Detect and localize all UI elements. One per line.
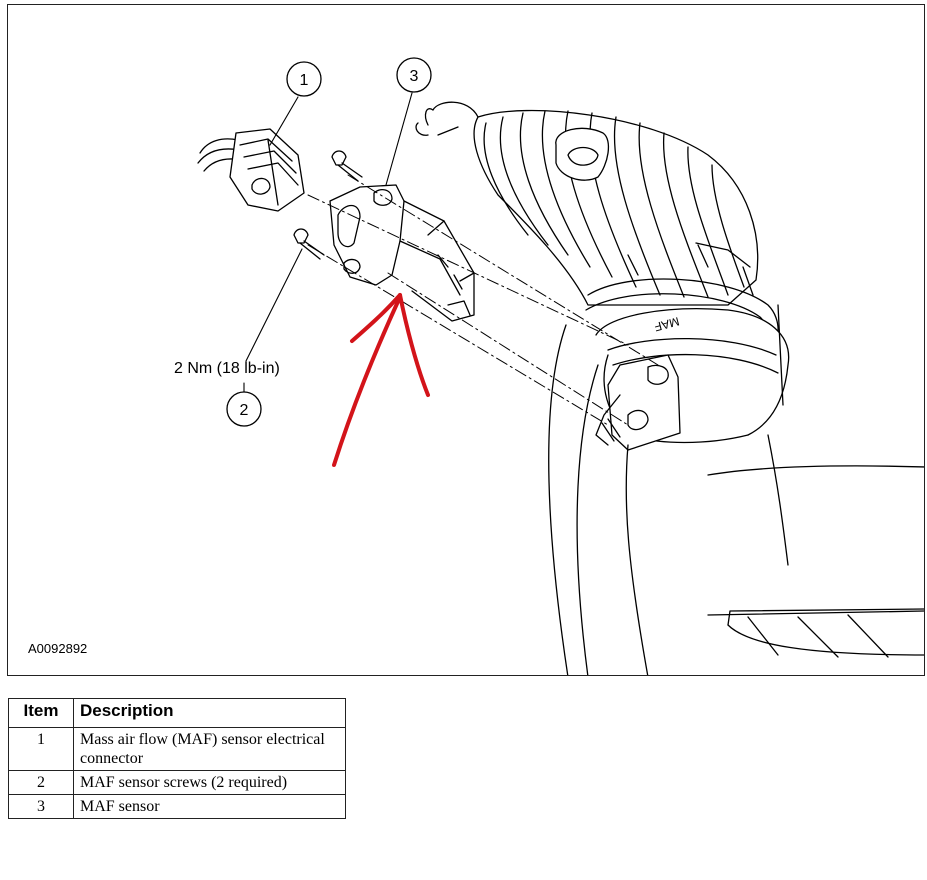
callout-2-label: 2 — [240, 402, 249, 419]
legend-item-number: 1 — [8, 727, 74, 771]
callout-3-circle — [396, 57, 432, 93]
alignment-lines — [307, 174, 659, 426]
maf-sensor — [329, 184, 475, 322]
maf-marking-text: MAF — [653, 314, 681, 334]
screw-lower — [293, 228, 325, 260]
callout-1-circle — [286, 61, 322, 97]
legend-item-number: 2 — [8, 770, 74, 795]
legend-item-number: 3 — [8, 794, 74, 819]
legend-item-description: Mass air flow (MAF) sensor electrical co… — [73, 727, 346, 771]
torque-spec-label: 2 Nm (18 lb-in) — [174, 360, 280, 377]
callout-1-label: 1 — [300, 72, 309, 89]
legend-item-description: MAF sensor screws (2 required) — [73, 770, 346, 795]
leader-lines — [243, 92, 413, 394]
legend-header-description: Description — [73, 698, 346, 728]
maf-housing: MAF — [595, 304, 790, 444]
table-row: 3 MAF sensor — [8, 794, 346, 819]
screw-upper — [331, 150, 363, 182]
electrical-connector — [197, 128, 305, 212]
maf-sensor-illustration: MAF — [174, 57, 924, 675]
table-row: 2 MAF sensor screws (2 required) — [8, 770, 346, 795]
legend-item-description: MAF sensor — [73, 794, 346, 819]
table-row: 1 Mass air flow (MAF) sensor electrical … — [8, 727, 346, 771]
callout-3-label: 3 — [410, 68, 419, 85]
outlet-duct — [548, 324, 924, 675]
callout-2-circle — [226, 391, 262, 427]
red-annotation-arrow — [332, 293, 430, 467]
legend-header-row: Item Description — [8, 698, 346, 728]
figure-id: A0092892 — [28, 641, 88, 656]
legend-header-item: Item — [8, 698, 74, 728]
intake-boot — [415, 101, 759, 306]
legend-table: Item Description 1 Mass air flow (MAF) s… — [8, 698, 346, 819]
diagram-frame: MAF — [7, 4, 925, 676]
sensor-seat — [595, 354, 681, 451]
